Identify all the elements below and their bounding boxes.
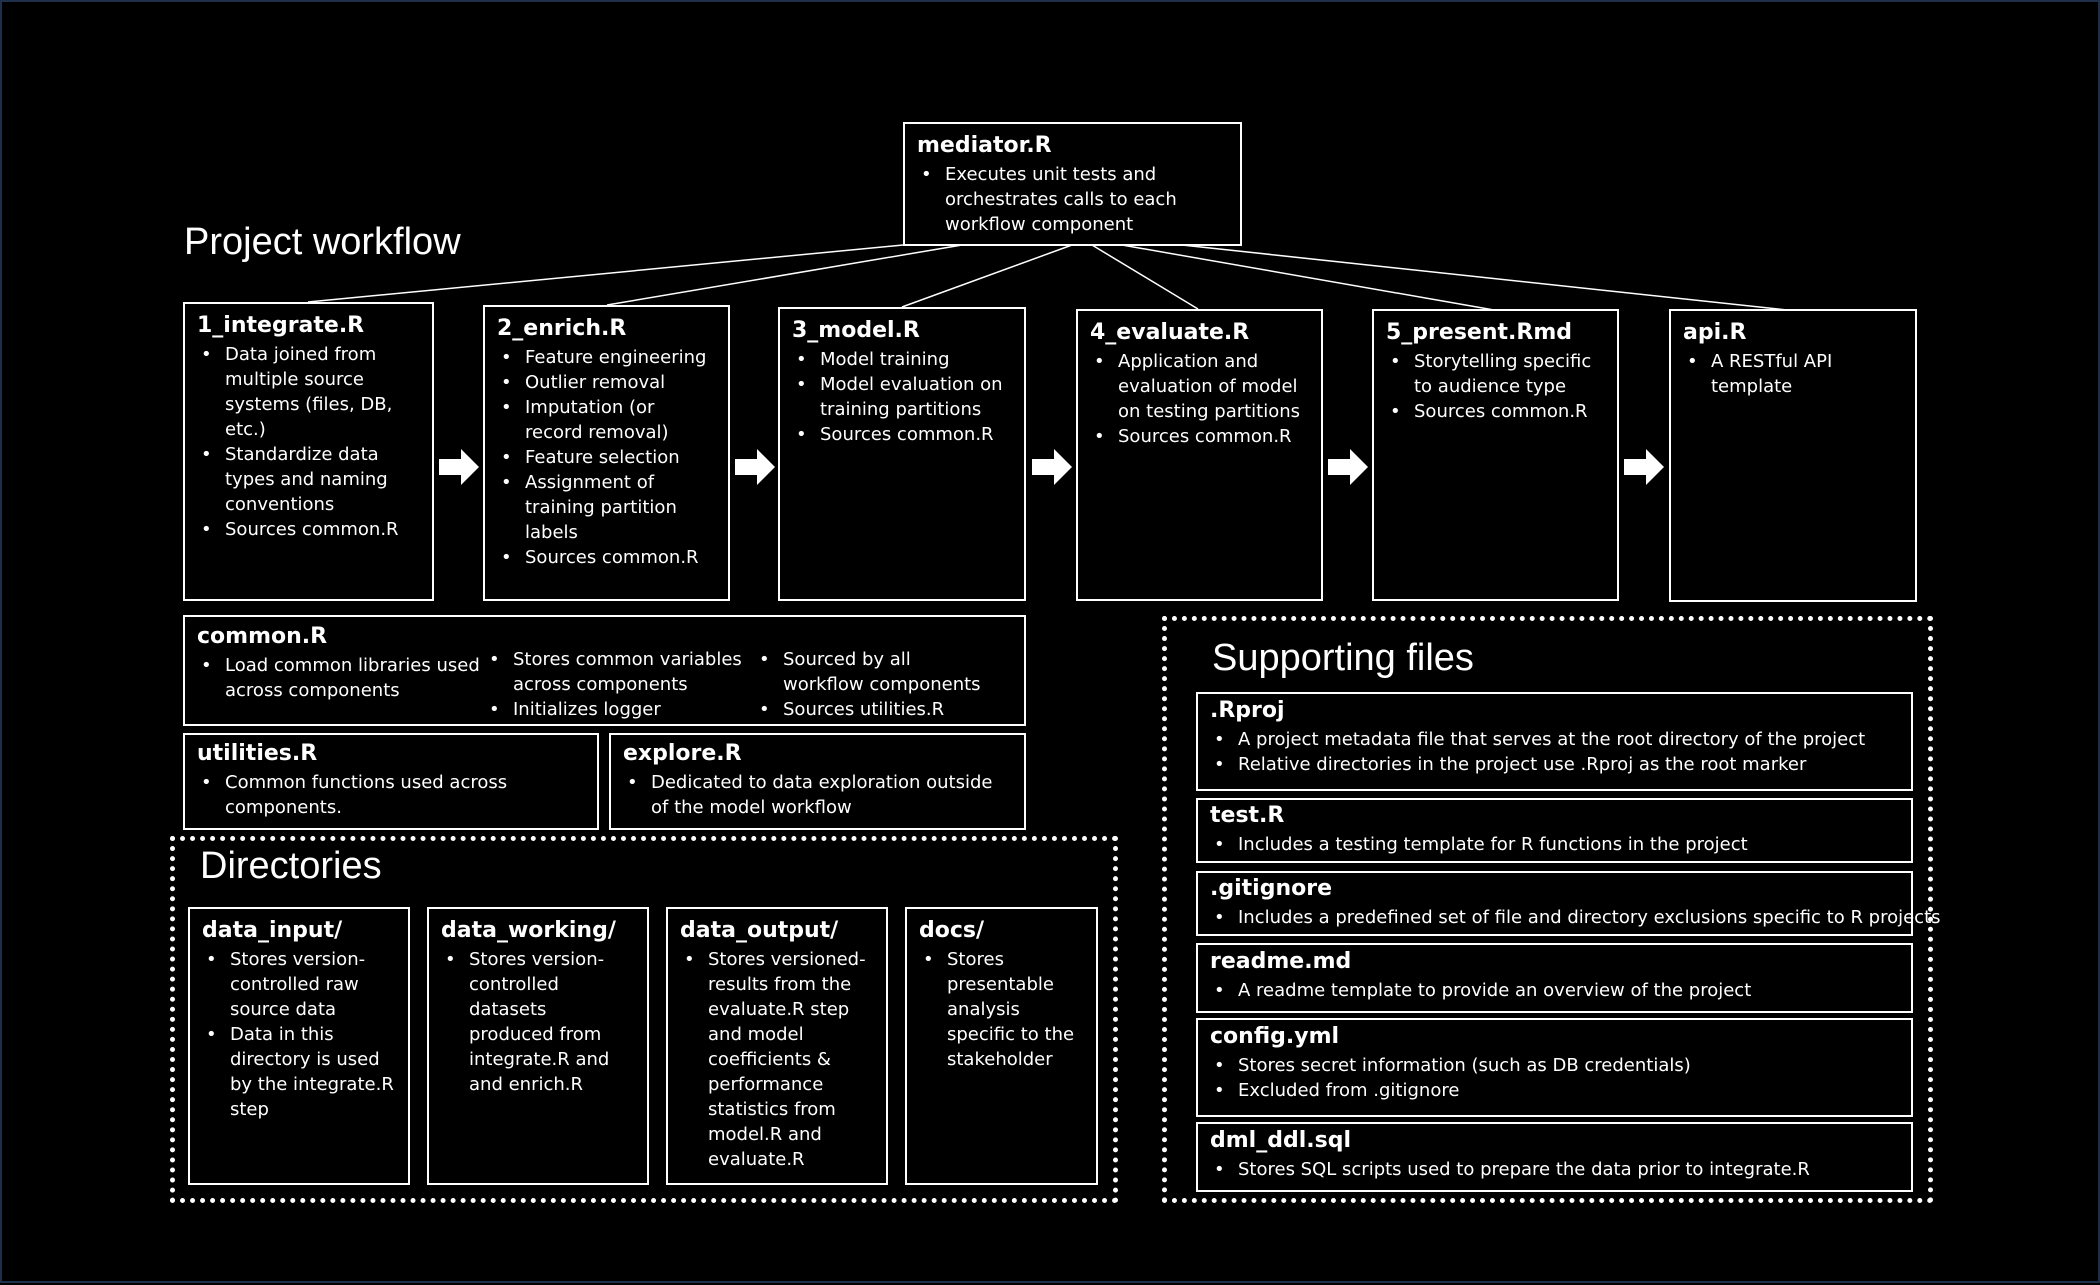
integrate-box: 1_integrate.R Data joined from multiple …	[183, 302, 434, 601]
config-yml-box: config.yml Stores secret information (su…	[1196, 1018, 1913, 1117]
test-r-title: test.R	[1210, 803, 1285, 828]
explore-box: explore.R Dedicated to data exploration …	[609, 733, 1026, 830]
list-item: Relative directories in the project use …	[1210, 752, 1899, 777]
readme-box: readme.md A readme template to provide a…	[1196, 943, 1913, 1013]
mediator-box: mediator.R Executes unit tests and orche…	[903, 122, 1242, 246]
evaluate-box: 4_evaluate.R Application and evaluation …	[1076, 309, 1323, 601]
list-item: Includes a predefined set of file and di…	[1210, 905, 1941, 930]
data-output-box: data_output/ Stores versioned-results fr…	[666, 907, 888, 1185]
connector-5	[1121, 244, 1495, 311]
list-item: Sourced by all workflow components	[755, 647, 995, 697]
gitignore-box: .gitignore Includes a predefined set of …	[1196, 871, 1941, 936]
mediator-item: Executes unit tests and orchestrates cal…	[917, 162, 1228, 237]
list-item: A RESTful API template	[1683, 349, 1903, 399]
rproj-title: .Rproj	[1210, 698, 1285, 723]
data-input-title: data_input/	[202, 918, 343, 943]
model-title: 3_model.R	[792, 318, 920, 343]
list-item: Outlier removal	[497, 370, 716, 395]
list-item: Sources common.R	[1386, 399, 1605, 424]
list-item: Storytelling specific to audience type	[1386, 349, 1605, 399]
list-item: Standardize data types and naming conven…	[197, 442, 420, 517]
api-title: api.R	[1683, 320, 1747, 345]
list-item: Stores version-controlled datasets produ…	[441, 947, 635, 1097]
list-item: Model training	[792, 347, 1012, 372]
config-yml-title: config.yml	[1210, 1024, 1340, 1049]
explore-title: explore.R	[623, 741, 742, 766]
list-item: Dedicated to data exploration outside of…	[623, 770, 1012, 820]
readme-title: readme.md	[1210, 949, 1352, 974]
list-item: Common functions used across components.	[197, 770, 585, 820]
right-arrow-icon	[1328, 449, 1368, 485]
list-item: Excluded from .gitignore	[1210, 1078, 1899, 1103]
list-item: A readme template to provide an overview…	[1210, 978, 1899, 1003]
list-item: Initializes logger	[485, 697, 755, 722]
evaluate-title: 4_evaluate.R	[1090, 320, 1250, 345]
utilities-box: utilities.R Common functions used across…	[183, 733, 599, 830]
right-arrow-icon	[1032, 449, 1072, 485]
list-item: Stores SQL scripts used to prepare the d…	[1210, 1157, 1899, 1182]
connector-4	[1091, 244, 1199, 310]
list-item: Feature selection	[497, 445, 716, 470]
workflow-heading: Project workflow	[184, 221, 461, 263]
list-item: Stores versioned-results from the evalua…	[680, 947, 874, 1172]
right-arrow-icon	[439, 449, 479, 485]
directories-group	[170, 836, 1118, 1203]
gitignore-title: .gitignore	[1210, 876, 1332, 901]
utilities-title: utilities.R	[197, 741, 318, 766]
list-item: Sources common.R	[497, 545, 716, 570]
data-input-box: data_input/ Stores version-controlled ra…	[188, 907, 410, 1185]
list-item: Model evaluation on training partitions	[792, 372, 1012, 422]
test-r-box: test.R Includes a testing template for R…	[1196, 798, 1913, 863]
data-working-title: data_working/	[441, 918, 616, 943]
present-title: 5_present.Rmd	[1386, 320, 1572, 345]
list-item: Load common libraries used across compon…	[197, 653, 485, 703]
list-item: Data joined from multiple source systems…	[197, 342, 420, 442]
right-arrow-icon	[1624, 449, 1664, 485]
list-item: Stores presentable analysis specific to …	[919, 947, 1084, 1072]
data-output-title: data_output/	[680, 918, 839, 943]
model-box: 3_model.R Model training Model evaluatio…	[778, 307, 1026, 601]
list-item: Sources utilities.R	[755, 697, 995, 722]
right-arrow-icon	[735, 449, 775, 485]
dml-ddl-sql-title: dml_ddl.sql	[1210, 1128, 1351, 1153]
list-item: Includes a testing template for R functi…	[1210, 832, 1899, 857]
list-item: Application and evaluation of model on t…	[1090, 349, 1309, 424]
list-item: Stores version-controlled raw source dat…	[202, 947, 396, 1022]
dml-ddl-sql-box: dml_ddl.sql Stores SQL scripts used to p…	[1196, 1122, 1913, 1192]
list-item: A project metadata file that serves at t…	[1210, 727, 1899, 752]
list-item: Sources common.R	[197, 517, 420, 542]
supporting-files-heading: Supporting files	[1212, 637, 1474, 679]
directories-heading: Directories	[200, 845, 382, 887]
list-item: Feature engineering	[497, 345, 716, 370]
enrich-box: 2_enrich.R Feature engineering Outlier r…	[483, 305, 730, 601]
docs-box: docs/ Stores presentable analysis specif…	[905, 907, 1098, 1185]
docs-title: docs/	[919, 918, 985, 943]
present-box: 5_present.Rmd Storytelling specific to a…	[1372, 309, 1619, 601]
list-item: Sources common.R	[792, 422, 1012, 447]
common-title: common.R	[197, 624, 328, 649]
connector-6	[1181, 244, 1788, 311]
list-item: Data in this directory is used by the in…	[202, 1022, 396, 1122]
list-item: Stores secret information (such as DB cr…	[1210, 1053, 1899, 1078]
list-item: Sources common.R	[1090, 424, 1309, 449]
connector-3	[901, 244, 1073, 308]
api-box: api.R A RESTful API template	[1669, 309, 1917, 602]
list-item: Stores common variables across component…	[485, 647, 755, 697]
rproj-box: .Rproj A project metadata file that serv…	[1196, 692, 1913, 791]
data-working-box: data_working/ Stores version-controlled …	[427, 907, 649, 1185]
integrate-title: 1_integrate.R	[197, 313, 365, 338]
connector-2	[606, 244, 963, 306]
common-box: common.R Load common libraries used acro…	[183, 615, 1026, 726]
list-item: Assignment of training partition labels	[497, 470, 716, 545]
mediator-title: mediator.R	[917, 133, 1052, 158]
connector-1	[307, 244, 904, 303]
list-item: Imputation (or record removal)	[497, 395, 716, 445]
enrich-title: 2_enrich.R	[497, 316, 627, 341]
